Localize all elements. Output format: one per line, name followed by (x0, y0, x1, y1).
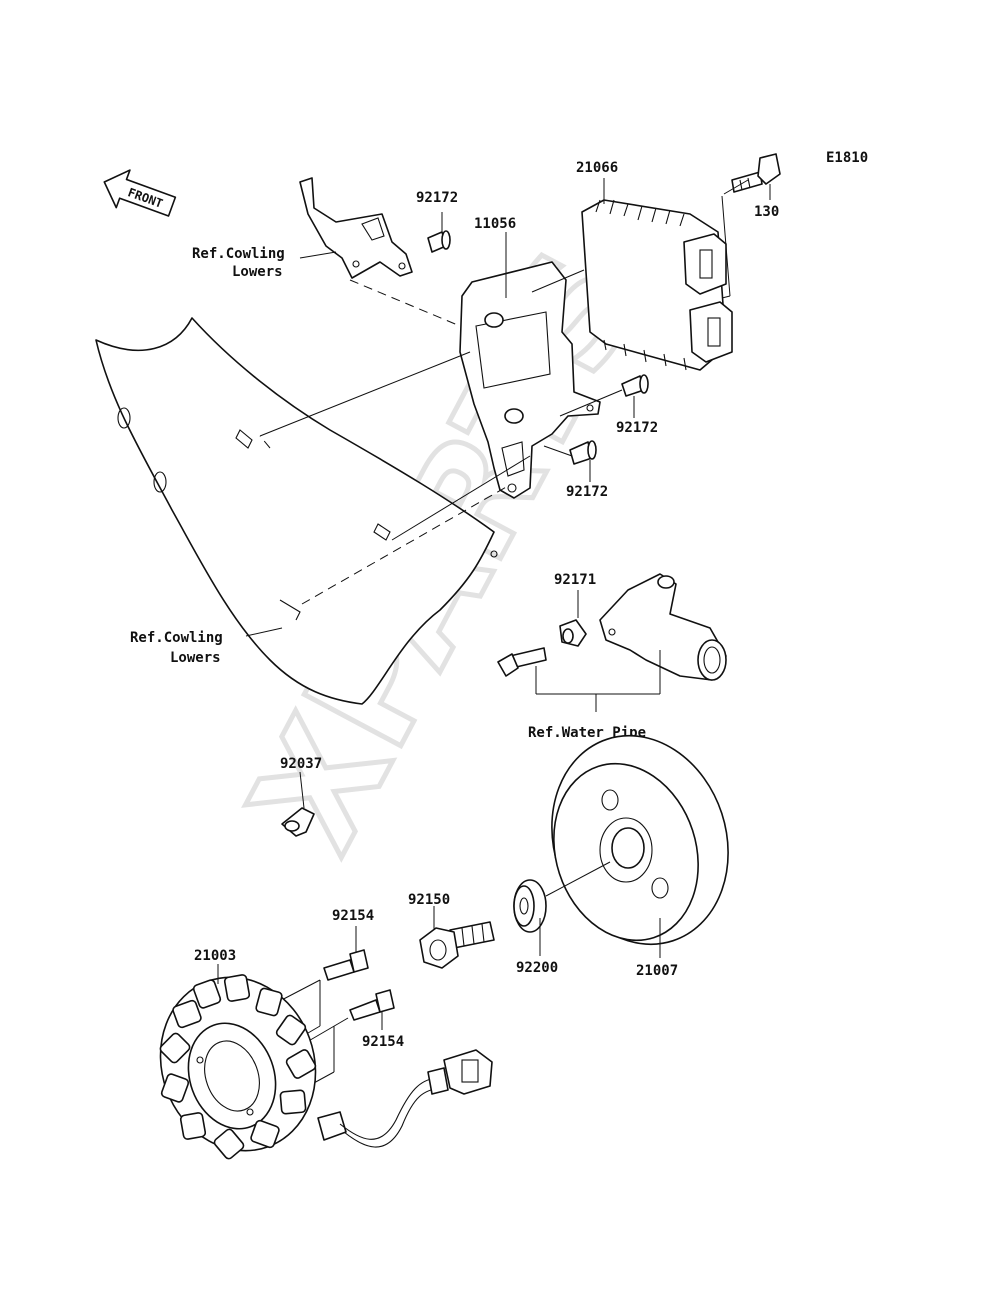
screw-92172-c (569, 440, 597, 465)
label-92154-b: 92154 (362, 1034, 404, 1050)
ref-cowling-top-line1: Ref.Cowling (192, 246, 285, 262)
rotor-21007 (551, 734, 729, 946)
screw-92154-b (349, 989, 395, 1021)
ref-cowling-bottom-line2: Lowers (170, 650, 221, 666)
label-21007: 21007 (636, 963, 678, 979)
bolt-130 (731, 153, 781, 193)
clamp-92171 (559, 619, 587, 647)
stator-poles (159, 974, 317, 1160)
label-92171: 92171 (554, 572, 596, 588)
stator-21003 (159, 974, 317, 1160)
bolt-92150 (419, 921, 495, 969)
label-130: 130 (754, 204, 779, 220)
clamp-92037 (281, 807, 315, 837)
front-arrow-icon: FRONT (103, 169, 177, 217)
screw-92172-b (621, 374, 649, 397)
screw-92172-a (427, 230, 451, 253)
label-11056: 11056 (474, 216, 516, 232)
label-92037: 92037 (280, 756, 322, 772)
label-92154-a: 92154 (332, 908, 374, 924)
washer-92200 (513, 879, 547, 933)
cowling-bracket (299, 177, 413, 279)
label-92172-a: 92172 (416, 190, 458, 206)
ref-cowling-top-line2: Lowers (232, 264, 283, 280)
diagram-code: E1810 (826, 150, 868, 166)
label-92150: 92150 (408, 892, 450, 908)
screw-92154-a (323, 949, 369, 981)
label-21066: 21066 (576, 160, 618, 176)
regulator-21066 (581, 199, 733, 371)
water-pipe-ref-bracket (535, 650, 661, 712)
installation-lines (259, 179, 749, 605)
ref-cowling-bottom-line1: Ref.Cowling (130, 630, 223, 646)
label-92172-c: 92172 (566, 484, 608, 500)
stator-harness (317, 1049, 493, 1148)
cowling-panel (95, 317, 498, 705)
label-92200: 92200 (516, 960, 558, 976)
water-pipe-fitting (599, 573, 727, 681)
label-21003: 21003 (194, 948, 236, 964)
label-92172-b: 92172 (616, 420, 658, 436)
mounting-plate-11056 (459, 261, 601, 499)
water-pipe-bolt (497, 647, 547, 677)
